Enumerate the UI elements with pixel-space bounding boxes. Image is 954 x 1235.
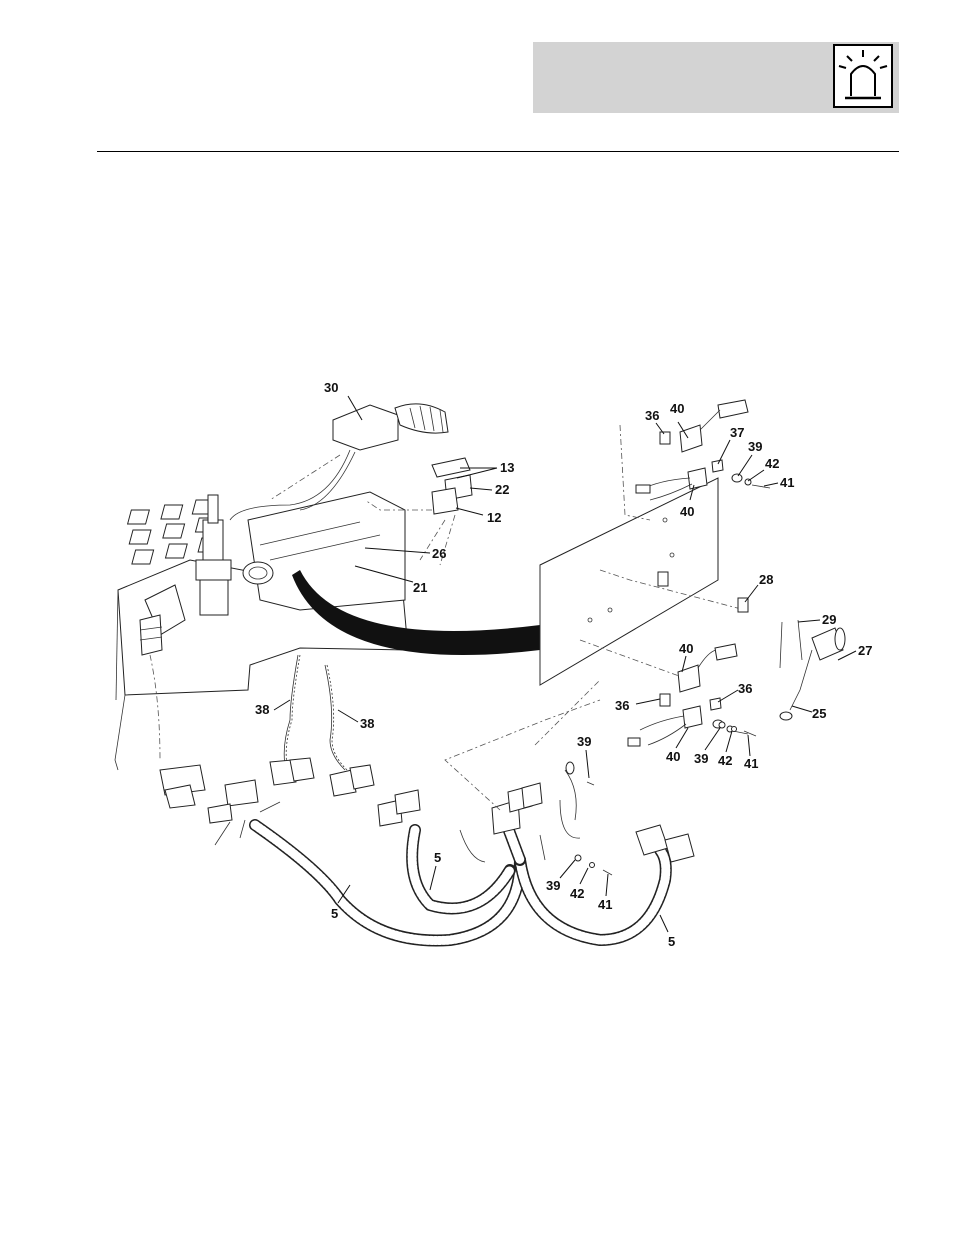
callout-25: 25: [812, 706, 826, 721]
callout-40: 40: [670, 401, 684, 416]
lower-relay-group: [627, 643, 749, 747]
ground-cables: [269, 654, 375, 797]
callout-5: 5: [668, 934, 675, 949]
callout-38: 38: [360, 716, 374, 731]
callout-42: 42: [718, 753, 732, 768]
upper-relay-group: [635, 399, 771, 501]
callout-30: 30: [324, 380, 338, 395]
callout-36: 36: [645, 408, 659, 423]
callout-27: 27: [858, 643, 872, 658]
control-console: [114, 491, 409, 771]
callout-13: 13: [500, 460, 514, 475]
callout-28: 28: [759, 572, 773, 587]
callout-39: 39: [748, 439, 762, 454]
callout-40: 40: [680, 504, 694, 519]
callout-39: 39: [694, 751, 708, 766]
callout-5: 5: [331, 906, 338, 921]
callout-37: 37: [730, 425, 744, 440]
callout-26: 26: [432, 546, 446, 561]
callout-labels: 30 13 22 12 26 21 36 40 37 39 42 41 40 2…: [255, 380, 872, 949]
callout-42: 42: [570, 886, 584, 901]
wiring-harness: [159, 679, 695, 947]
callout-40: 40: [679, 641, 693, 656]
callout-22: 22: [495, 482, 509, 497]
warning-beacon-icon: [833, 44, 893, 108]
leader-lines: [273, 395, 857, 933]
callout-12: 12: [487, 510, 501, 525]
callout-42: 42: [765, 456, 779, 471]
assembly-arrow: [292, 570, 540, 655]
callout-36: 36: [738, 681, 752, 696]
callout-38: 38: [255, 702, 269, 717]
mounting-panel: [539, 424, 746, 686]
beacon-components: [737, 597, 846, 721]
callout-5: 5: [434, 850, 441, 865]
callout-41: 41: [780, 475, 794, 490]
callout-21: 21: [413, 580, 427, 595]
header-divider: [97, 151, 899, 152]
callout-41: 41: [744, 756, 758, 771]
lever-switch: [229, 403, 449, 521]
hardware: [574, 721, 757, 876]
callout-39: 39: [577, 734, 591, 749]
callout-29: 29: [822, 612, 836, 627]
callout-40: 40: [666, 749, 680, 764]
callout-39: 39: [546, 878, 560, 893]
callout-36: 36: [615, 698, 629, 713]
callout-41: 41: [598, 897, 612, 912]
